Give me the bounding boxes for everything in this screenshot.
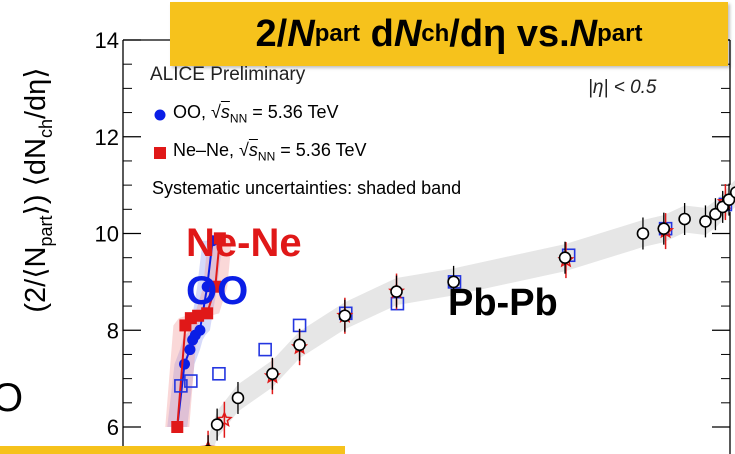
pbpb-label: Pb-Pb bbox=[448, 282, 558, 324]
pbpb-point bbox=[657, 222, 671, 235]
pbpb-star-point bbox=[215, 410, 233, 427]
y-tick-label: 8 bbox=[107, 318, 119, 343]
pbpb-square-point bbox=[258, 342, 272, 357]
legend-nene: Ne–Ne, √sNN = 5.36 TeV bbox=[173, 140, 367, 164]
pbpb-point bbox=[338, 309, 352, 323]
pbpb-point bbox=[729, 186, 735, 199]
nene-point bbox=[171, 421, 184, 433]
y-tick-label: 6 bbox=[107, 415, 119, 440]
pbpb-point bbox=[390, 285, 403, 298]
nene-point bbox=[201, 307, 214, 320]
pbpb-point bbox=[447, 275, 460, 289]
pbpb-point bbox=[709, 207, 722, 221]
pbpb-square-point bbox=[174, 379, 188, 393]
pbpb-point bbox=[293, 338, 306, 352]
oo-point bbox=[184, 344, 196, 356]
y-axis-ticks: 6 8 10 12 14 bbox=[95, 28, 730, 440]
pbpb-point bbox=[210, 418, 224, 431]
nene-point bbox=[213, 232, 226, 245]
y-axis-label: (2/⟨Npart⟩) ⟨dNch/dη⟩ bbox=[20, 67, 56, 313]
legend-oo: OO, √sNN = 5.36 TeV bbox=[173, 102, 339, 126]
legend-nene-marker bbox=[154, 147, 166, 159]
clipped-text-left: O bbox=[0, 376, 24, 420]
pbpb-point bbox=[266, 367, 279, 381]
y-tick-label: 12 bbox=[95, 125, 119, 150]
pbpb-point bbox=[678, 212, 691, 226]
eta-cut: |η| < 0.5 bbox=[588, 77, 657, 98]
bottom-highlight-bar bbox=[0, 446, 345, 454]
nene-point bbox=[209, 280, 222, 293]
pbpb-point bbox=[636, 227, 650, 240]
pbpb-square-point bbox=[212, 366, 226, 381]
pbpb-point bbox=[231, 391, 245, 405]
pbpb-point bbox=[699, 215, 712, 228]
y-tick-label: 10 bbox=[95, 222, 119, 247]
oo-label: OO bbox=[186, 269, 249, 313]
ne-ne-label: Ne-Ne bbox=[186, 221, 302, 265]
alice-preliminary: ALICE Preliminary bbox=[150, 64, 306, 85]
legend-oo-marker bbox=[154, 109, 166, 121]
y-tick-label: 14 bbox=[95, 28, 119, 53]
pbpb-point bbox=[558, 251, 572, 264]
pbpb-square-point bbox=[184, 374, 198, 388]
systematics-note: Systematic uncertainties: shaded band bbox=[152, 178, 462, 198]
oo-point bbox=[179, 358, 191, 370]
legend-markers bbox=[154, 109, 166, 159]
nene-point bbox=[192, 309, 205, 322]
oo-point bbox=[194, 324, 206, 336]
data-marks bbox=[171, 183, 735, 454]
pbpb-systematic-band bbox=[208, 180, 735, 454]
